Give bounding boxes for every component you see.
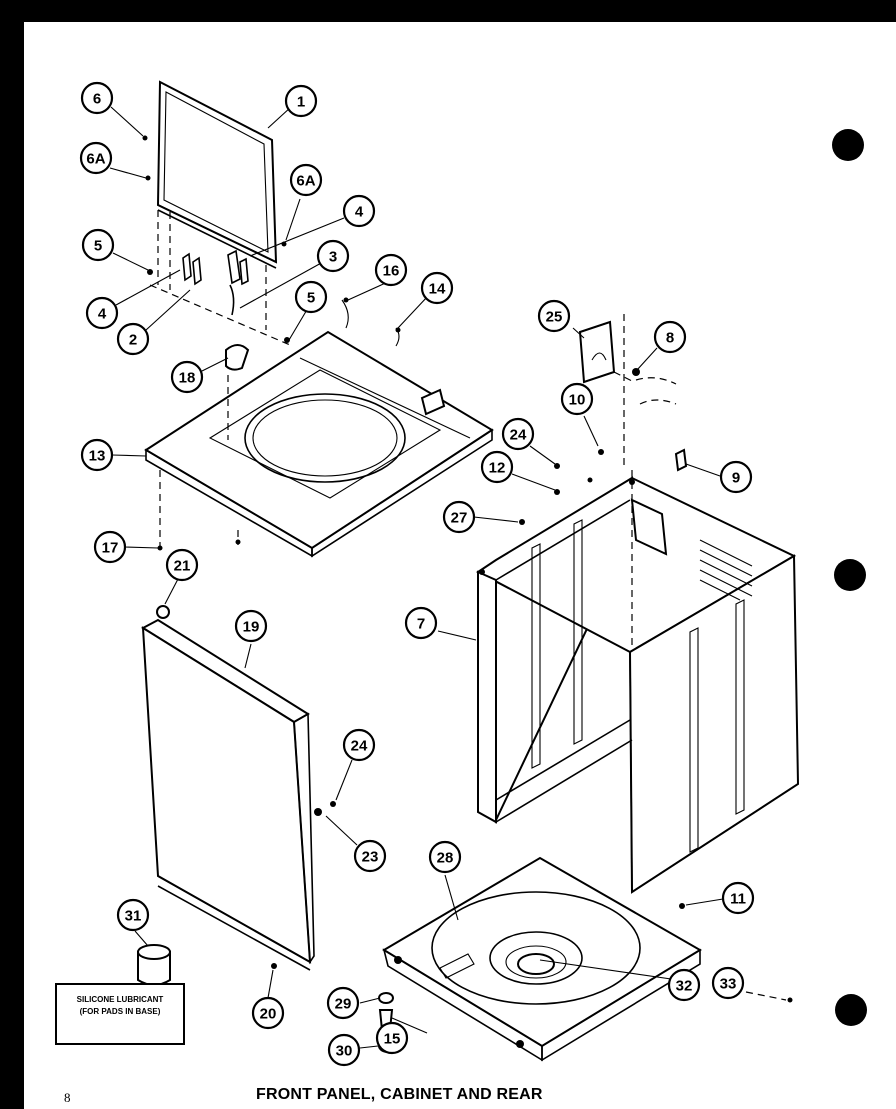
callout-leaders — [109, 106, 724, 1049]
callout-label: 8 — [666, 330, 674, 347]
callout-label: 9 — [732, 470, 740, 487]
callout-25: 25 — [537, 299, 571, 333]
binder-hole-top — [832, 129, 864, 161]
callout-10: 10 — [560, 382, 594, 416]
callout-label: 28 — [437, 850, 454, 867]
callout-label: 16 — [383, 263, 400, 280]
callout-label: 6A — [296, 173, 315, 190]
cabinet-part — [476, 470, 800, 894]
cabinet-top-part — [144, 297, 494, 558]
callout-5: 5 — [294, 280, 328, 314]
callout-31: 31 — [116, 898, 150, 932]
binder-hole-bottom — [835, 994, 867, 1026]
callout-30: 30 — [327, 1033, 361, 1067]
lubricant-note: SILICONE LUBRICANT (FOR PADS IN BASE) — [58, 994, 182, 1018]
callout-label: 11 — [730, 891, 746, 908]
page-number: 8 — [64, 1090, 71, 1105]
callout-1: 1 — [284, 84, 318, 118]
callout-bubbles: 123445566A6A7891011121314151617181920212… — [79, 81, 755, 1067]
callout-32: 32 — [667, 968, 701, 1002]
base-part — [382, 856, 793, 1062]
callout-label: 27 — [451, 510, 468, 527]
callout-18: 18 — [170, 360, 204, 394]
callout-label: 13 — [89, 448, 106, 465]
lid-hinges — [142, 135, 290, 343]
callout-15: 15 — [375, 1021, 409, 1055]
callout-label: 1 — [297, 94, 305, 111]
callout-label: 6 — [93, 91, 101, 108]
lubricant-can-part — [55, 944, 185, 1045]
callout-20: 20 — [251, 996, 285, 1030]
callout-label: 3 — [329, 249, 337, 266]
callout-label: 31 — [125, 908, 142, 925]
front-panel-part — [141, 605, 336, 971]
callout-label: 24 — [351, 738, 368, 755]
lid-part — [156, 80, 278, 269]
callout-label: 12 — [489, 460, 506, 477]
callout-11: 11 — [721, 881, 755, 915]
callout-label: 30 — [336, 1043, 353, 1060]
callout-label: 19 — [243, 619, 260, 636]
callout-label: 2 — [129, 332, 137, 349]
callout-7: 7 — [404, 606, 438, 640]
callout-27: 27 — [442, 500, 476, 534]
callout-label: 5 — [94, 238, 102, 255]
callout-label: 33 — [720, 976, 737, 993]
rear-bracket-part — [519, 314, 688, 525]
callout-label: 7 — [417, 616, 425, 633]
callout-label: 14 — [429, 281, 446, 298]
callout-13: 13 — [80, 438, 114, 472]
callout-14: 14 — [420, 271, 454, 305]
callout-6: 6 — [80, 81, 114, 115]
lubricant-note-box — [55, 983, 185, 1045]
callout-label: 10 — [569, 392, 586, 409]
callout-24: 24 — [501, 417, 535, 451]
callout-label: 21 — [174, 558, 191, 575]
callout-2: 2 — [116, 322, 150, 356]
callout-8: 8 — [653, 320, 687, 354]
callout-33: 33 — [711, 966, 745, 1000]
lubricant-note-line1: SILICONE LUBRICANT — [76, 995, 164, 1004]
callout-9: 9 — [719, 460, 753, 494]
callout-label: 4 — [355, 204, 364, 221]
callout-label: 17 — [102, 540, 119, 557]
callout-6A: 6A — [289, 163, 323, 197]
callout-label: 23 — [362, 849, 379, 866]
callout-3: 3 — [316, 239, 350, 273]
callout-16: 16 — [374, 253, 408, 287]
lubricant-note-line2: (FOR PADS IN BASE) — [79, 1007, 161, 1016]
callout-5: 5 — [81, 228, 115, 262]
callout-label: 18 — [179, 370, 196, 387]
callout-12: 12 — [480, 450, 514, 484]
callout-28: 28 — [428, 840, 462, 874]
callout-label: 5 — [307, 290, 315, 307]
callout-19: 19 — [234, 609, 268, 643]
callout-label: 6A — [86, 151, 105, 168]
callout-4: 4 — [85, 296, 119, 330]
callout-label: 24 — [510, 427, 527, 444]
callout-4: 4 — [342, 194, 376, 228]
callout-label: 32 — [676, 978, 693, 995]
callout-label: 20 — [260, 1006, 277, 1023]
callout-29: 29 — [326, 986, 360, 1020]
lid-alignment-lines — [149, 210, 291, 346]
callout-24: 24 — [342, 728, 376, 762]
callout-17: 17 — [93, 530, 127, 564]
callout-21: 21 — [165, 548, 199, 582]
callout-23: 23 — [353, 839, 387, 873]
callout-label: 25 — [546, 309, 563, 326]
callout-label: 29 — [335, 996, 352, 1013]
callout-label: 4 — [98, 306, 107, 323]
binder-hole-middle — [834, 559, 866, 591]
callout-6A: 6A — [79, 141, 113, 175]
callout-label: 15 — [384, 1031, 401, 1048]
page-title: FRONT PANEL, CABINET AND REAR — [256, 1086, 543, 1103]
